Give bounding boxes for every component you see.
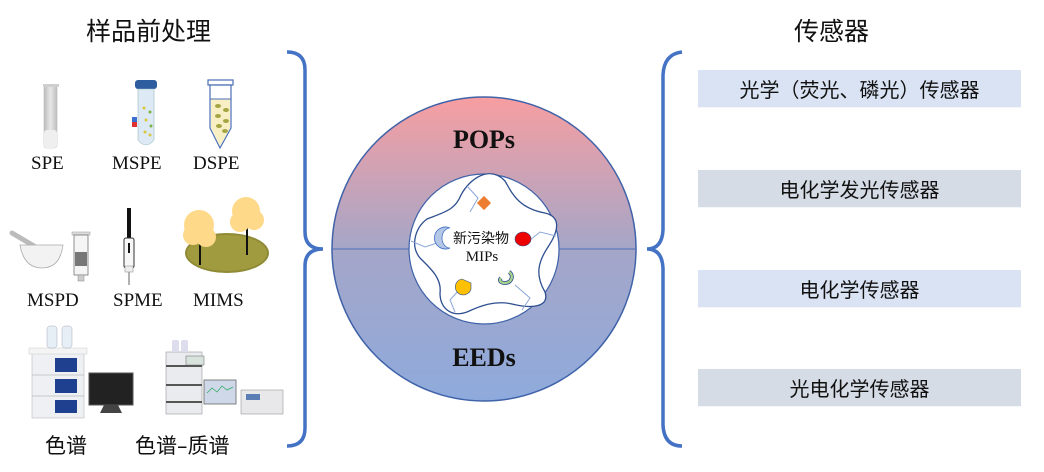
crescent-icon: [434, 226, 451, 250]
sensor-photoelectrochemical: 光电化学传感器: [698, 369, 1021, 407]
method-label-spe: SPE: [31, 153, 64, 174]
method-label-mspe: MSPE: [112, 153, 162, 174]
right-brace: [646, 50, 683, 448]
method-label-mspd: MSPD: [27, 290, 79, 311]
mip-polymer-shape: [414, 173, 558, 315]
pops-label: POPs: [453, 125, 515, 154]
eeds-label: EEDs: [452, 343, 516, 372]
lc-ms-icon: [165, 340, 284, 415]
mips-label: MIPs: [466, 249, 499, 265]
sensor-optical: 光学（荧光、磷光）传感器: [698, 70, 1021, 108]
dispersive-tube-icon: [207, 79, 234, 150]
sensors-title: 传感器: [794, 17, 870, 46]
spme-fiber-icon: [123, 208, 135, 285]
left-brace: [286, 50, 324, 448]
magnetic-tube-icon: [132, 80, 157, 146]
mortar-syringe-icon: [9, 230, 91, 282]
sensor-electrochemical: 电化学传感器: [698, 270, 1021, 308]
method-label-mims: MIMS: [193, 290, 244, 311]
pollutant-ring: POPs EEDs 新污染物 MIPs: [331, 96, 637, 402]
method-label-spme: SPME: [113, 290, 163, 311]
method-label-lc-ms: 色谱–质谱: [135, 434, 230, 458]
sensor-electrochemiluminescence: 电化学发光传感器: [698, 170, 1021, 208]
method-label-chromatography: 色谱: [45, 434, 87, 458]
chromatograph-icon: [28, 325, 134, 419]
orange-diamond-icon: [476, 195, 492, 211]
red-dot-icon: [514, 231, 532, 247]
spe-cartridge-icon: [43, 84, 59, 149]
yellow-pacman-icon: [454, 278, 472, 296]
membrane-trees-icon: [183, 197, 269, 273]
emerging-pollutants-label: 新污染物: [453, 231, 509, 247]
method-label-dspe: DSPE: [193, 153, 240, 174]
sample-pretreatment-title: 样品前处理: [86, 17, 212, 46]
